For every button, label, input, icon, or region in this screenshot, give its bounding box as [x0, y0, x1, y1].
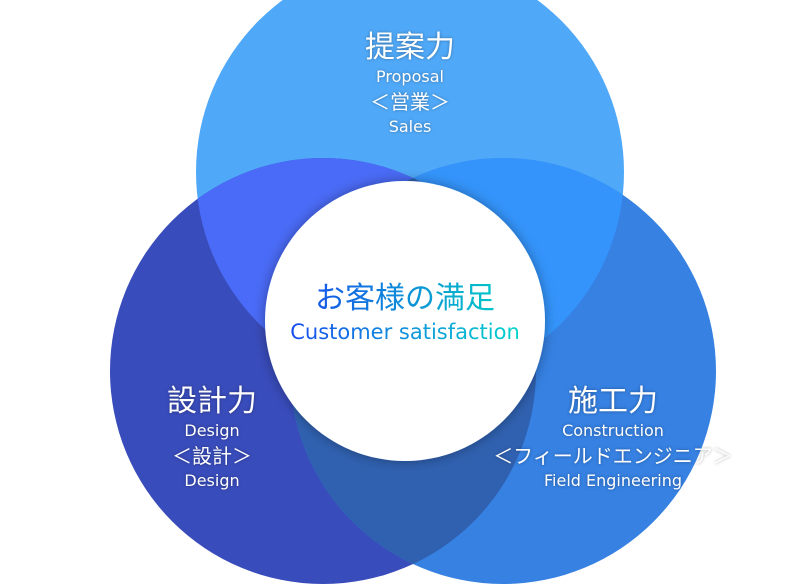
left-dept: ＜設計＞	[172, 444, 252, 468]
center-subtitle: Customer satisfaction	[270, 318, 540, 346]
right-title: 施工力	[568, 384, 658, 419]
center-title: お客様の満足	[270, 280, 540, 318]
left-subtitle: Design	[184, 421, 240, 440]
top-subtitle: Proposal	[376, 67, 444, 86]
left-label: 設計力 Design ＜設計＞ Design	[112, 384, 312, 492]
top-title: 提案力	[365, 30, 455, 65]
right-dept-en: Field Engineering	[543, 471, 682, 490]
right-subtitle: Construction	[562, 421, 664, 440]
right-dept: ＜フィールドエンジニア＞	[493, 444, 733, 468]
left-title: 設計力	[167, 384, 257, 419]
top-dept-en: Sales	[388, 117, 432, 136]
top-label: 提案力 Proposal ＜営業＞ Sales	[310, 30, 510, 138]
center-label: お客様の満足 Customer satisfaction	[270, 280, 540, 346]
top-dept: ＜営業＞	[370, 90, 450, 114]
center-circle	[265, 181, 545, 461]
right-label: 施工力 Construction ＜フィールドエンジニア＞ Field Engi…	[463, 384, 763, 492]
left-dept-en: Design	[184, 471, 240, 490]
